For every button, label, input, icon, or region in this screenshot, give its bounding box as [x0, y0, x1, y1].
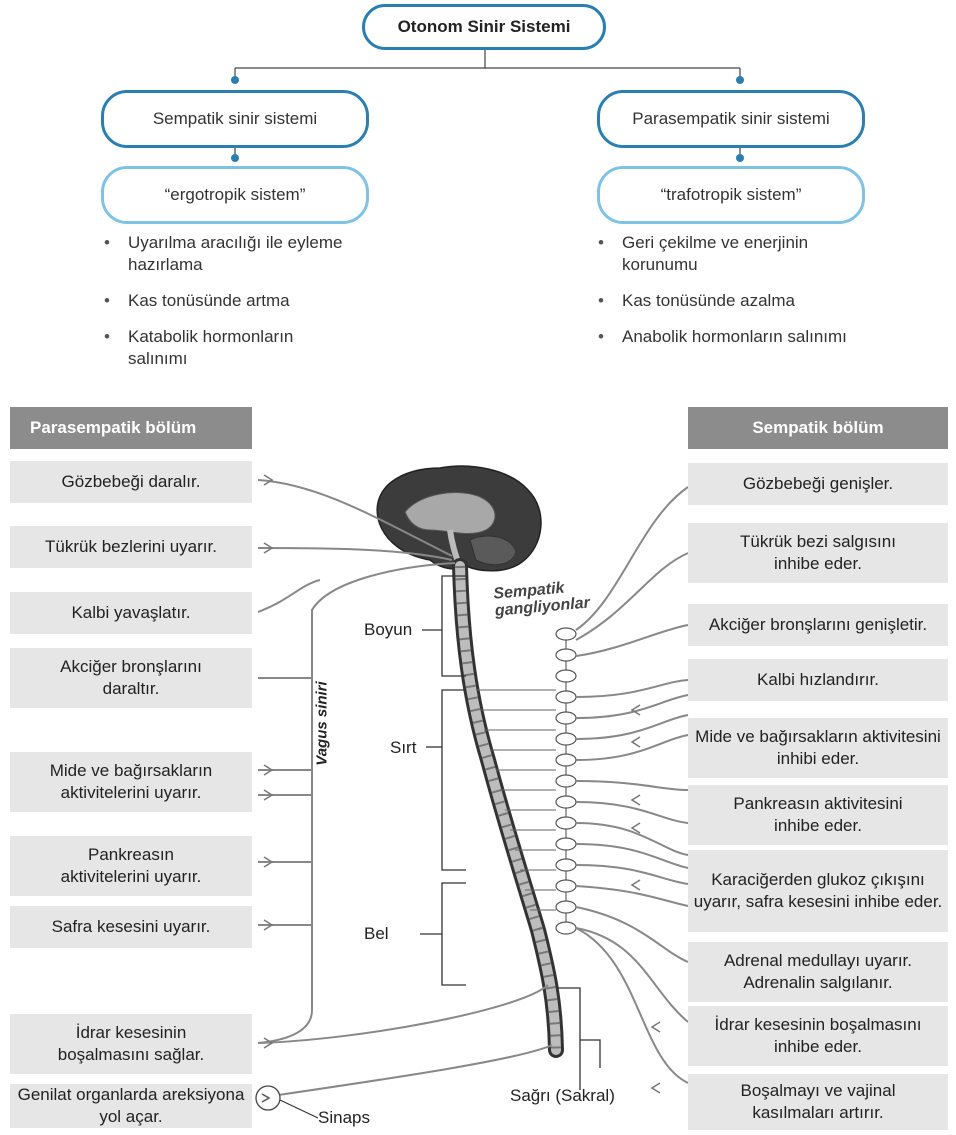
bullet-item: Kas tonüsünde artma: [100, 290, 350, 312]
symp-liver-box: Karaciğerden glukoz çıkışını uyarır, saf…: [688, 850, 948, 932]
symp-bronchi-box: Akciğer bronşlarını genişletir.: [688, 604, 948, 646]
sympathetic-ganglion-chain: [555, 627, 577, 935]
symp-pancreas-box: Pankreasın aktivitesini inhibe eder.: [688, 785, 948, 845]
symp-pupil-text: Gözbebeği genişler.: [742, 474, 894, 493]
para-pupil-text: Gözbebeği daralır.: [61, 472, 201, 491]
para-saliva-text: Tükrük bezlerini uyarır.: [45, 537, 217, 556]
back-label: Sırt: [390, 738, 416, 758]
vagus-label: Vagus siniri: [314, 664, 331, 784]
para-gallbladder-box: Safra kesesini uyarır.: [10, 906, 252, 948]
symp-pupil-box: Gözbebeği genişler.: [688, 463, 948, 505]
para-gallbladder-text: Safra kesesini uyarır.: [51, 917, 211, 936]
vagus-nerve: [257, 479, 553, 1099]
sympathetic-header: Sempatik bölüm: [688, 407, 948, 449]
symp-stomach-text: Mide ve bağırsakların aktivitesini inhib…: [695, 727, 941, 768]
neck-label-text: Boyun: [364, 620, 413, 639]
bullet-item: Geri çekilme ve enerjinin korunumu: [594, 232, 854, 276]
bullet-item: Kas tonüsünde azalma: [594, 290, 854, 312]
autonomic-title-text: Otonom Sinir Sistemi: [397, 17, 571, 36]
synapse-label: Sinaps: [318, 1108, 370, 1128]
symp-saliva-box: Tükrük bezi salgısını inhibe eder.: [688, 523, 948, 583]
autonomic-title: Otonom Sinir Sistemi: [362, 4, 606, 50]
symp-bladder-text: İdrar kesesinin boşalmasını inhibe eder.: [714, 1015, 922, 1056]
para-bladder-box: İdrar kesesinin boşalmasını sağlar.: [10, 1014, 252, 1074]
para-stomach-box: Mide ve bağırsakların aktivitelerini uya…: [10, 752, 252, 812]
symp-adrenal-text: Adrenal medullayı uyarır. Adrenalin salg…: [723, 951, 913, 992]
back-label-text: Sırt: [390, 738, 417, 757]
symp-bronchi-text: Akciğer bronşlarını genişletir.: [708, 615, 928, 634]
sympathetic-bullets: Uyarılma aracılığı ile eyleme hazırlama …: [100, 232, 350, 384]
parasympathetic-header-text: Parasempatik bölüm: [30, 418, 197, 437]
trophotropic-label: “trafotropik sistem”: [660, 185, 802, 204]
symp-ejaculation-text: Boşalmayı ve vajinal kasılmaları artırır…: [740, 1081, 896, 1122]
bullet-item: Anabolik hormonların salınımı: [594, 326, 854, 348]
parasympathetic-bullets: Geri çekilme ve enerjinin korunumu Kas t…: [594, 232, 854, 362]
symp-adrenal-box: Adrenal medullayı uyarır. Adrenalin salg…: [688, 942, 948, 1002]
symp-pancreas-text: Pankreasın aktivitesini inhibe eder.: [733, 794, 903, 835]
spinal-cord: [452, 558, 564, 1058]
para-heart-text: Kalbi yavaşlatır.: [71, 603, 191, 622]
sacral-label-text: Sağrı (Sakral): [510, 1086, 615, 1105]
sympathetic-header-text: Sempatik bölüm: [752, 418, 884, 437]
sympathetic-fibers: [575, 486, 689, 1084]
symp-liver-text: Karaciğerden glukoz çıkışını uyarır, saf…: [693, 870, 943, 911]
ergotropic-label: “ergotropik sistem”: [164, 185, 306, 204]
symp-saliva-text: Tükrük bezi salgısını inhibe eder.: [740, 532, 896, 573]
ergotropic-node: “ergotropik sistem”: [101, 166, 369, 224]
bullet-item: Katabolik hormonların salınımı: [100, 326, 350, 370]
synapse-label-text: Sinaps: [318, 1108, 370, 1127]
parasympathetic-system-label: Parasempatik sinir sistemi: [632, 109, 830, 128]
trophotropic-node: “trafotropik sistem”: [597, 166, 865, 224]
para-pancreas-text: Pankreasın aktivitelerini uyarır.: [60, 845, 202, 886]
sympathetic-system-label: Sempatik sinir sistemi: [152, 109, 318, 128]
sacral-label: Sağrı (Sakral): [510, 1086, 615, 1106]
lumbar-label: Bel: [364, 924, 389, 944]
symp-bladder-box: İdrar kesesinin boşalmasını inhibe eder.: [688, 1006, 948, 1066]
para-pupil-box: Gözbebeği daralır.: [10, 461, 252, 503]
parasympathetic-system-node: Parasempatik sinir sistemi: [597, 90, 865, 148]
para-bronchi-box: Akciğer bronşlarını daraltır.: [10, 648, 252, 708]
para-saliva-box: Tükrük bezlerini uyarır.: [10, 526, 252, 568]
para-bronchi-text: Akciğer bronşlarını daraltır.: [60, 657, 202, 698]
parasympathetic-header: Parasempatik bölüm: [10, 407, 252, 449]
para-stomach-text: Mide ve bağırsakların aktivitelerini uya…: [49, 761, 213, 802]
region-brackets: [420, 575, 601, 1090]
lumbar-label-text: Bel: [364, 924, 389, 943]
synapse-marker: [255, 1085, 319, 1119]
neck-label: Boyun: [364, 620, 412, 640]
symp-stomach-box: Mide ve bağırsakların aktivitesini inhib…: [688, 718, 948, 778]
vagus-label-text: Vagus siniri: [313, 681, 331, 766]
para-heart-box: Kalbi yavaşlatır.: [10, 592, 252, 634]
para-genital-text: Genilat organlarda areksiyona yol açar.: [17, 1085, 245, 1126]
sympathetic-system-node: Sempatik sinir sistemi: [101, 90, 369, 148]
symp-heart-text: Kalbi hızlandırır.: [757, 670, 879, 689]
symp-heart-box: Kalbi hızlandırır.: [688, 659, 948, 701]
brain-illustration: [376, 465, 542, 572]
para-genital-box: Genilat organlarda areksiyona yol açar.: [10, 1084, 252, 1128]
bullet-item: Uyarılma aracılığı ile eyleme hazırlama: [100, 232, 350, 276]
para-bladder-text: İdrar kesesinin boşalmasını sağlar.: [57, 1023, 205, 1064]
symp-ejaculation-box: Boşalmayı ve vajinal kasılmaları artırır…: [688, 1074, 948, 1130]
para-pancreas-box: Pankreasın aktivitelerini uyarır.: [10, 836, 252, 896]
